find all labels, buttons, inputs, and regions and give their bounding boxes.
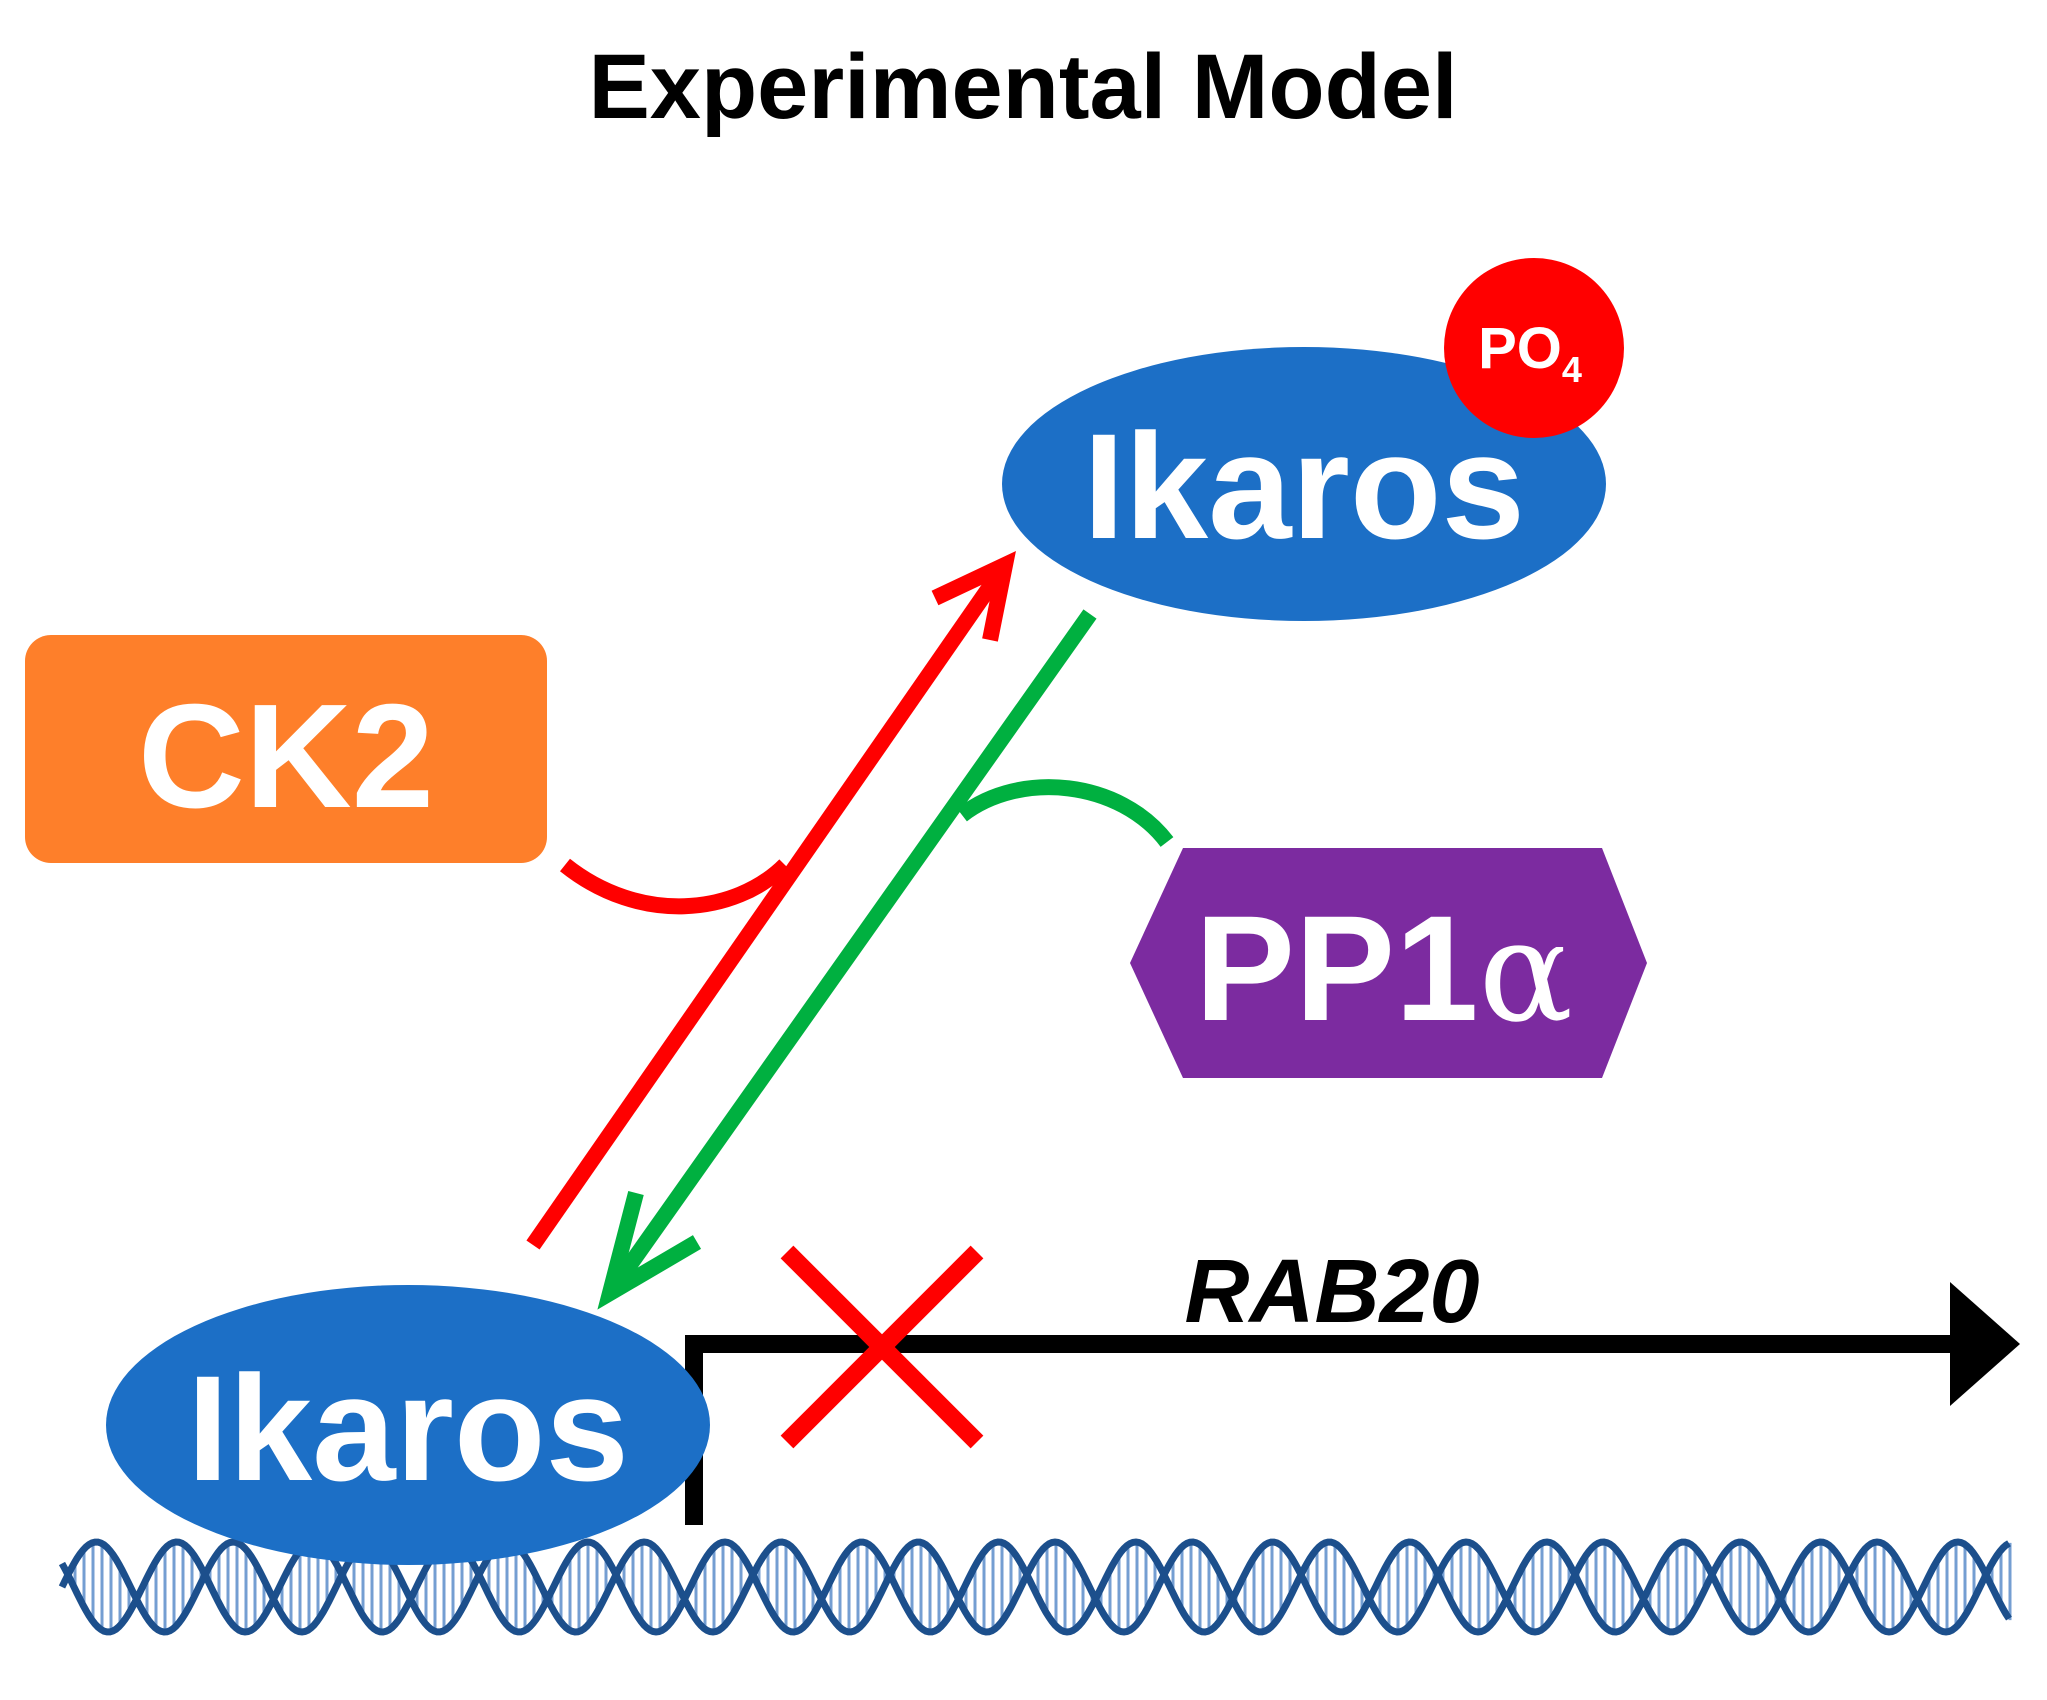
ck2-box bbox=[25, 635, 547, 863]
phosphate-circle bbox=[1444, 258, 1624, 438]
pp1a-label: PP1α bbox=[1195, 884, 1573, 1054]
transcription-blocked-mark bbox=[780, 1245, 984, 1449]
pp1a-label-greek: α bbox=[1478, 891, 1573, 1054]
ikaros-phosphorylated-label: Ikaros bbox=[1083, 402, 1525, 570]
phosphorylation-arrow-shaft bbox=[526, 560, 1012, 1250]
ck2-label: CK2 bbox=[138, 674, 434, 839]
dephosphorylation-arrow-shaft bbox=[603, 609, 1097, 1298]
phosphorylation-arrow-head bbox=[931, 550, 1016, 642]
ikaros-phosphorylated-ellipse bbox=[1002, 347, 1606, 621]
phosphate-label: PO4 bbox=[1478, 316, 1582, 390]
pp1a-hexagon bbox=[1130, 848, 1647, 1078]
ikaros-dna-bound-label: Ikaros bbox=[187, 1344, 629, 1512]
phosphate-subscript: 4 bbox=[1562, 349, 1582, 390]
dna-strand-2 bbox=[58, 1538, 2012, 1636]
phosphorylation-arrow bbox=[526, 550, 1016, 1250]
dna-helix bbox=[58, 1538, 2012, 1636]
dephosphorylation-arrow-head bbox=[597, 1190, 702, 1310]
diagram-title: Experimental Model bbox=[588, 36, 1457, 138]
rab20-gene-label: RAB20 bbox=[1184, 1242, 1479, 1342]
pp1a-node: PP1α bbox=[1130, 848, 1647, 1078]
ck2-catalysis-curve bbox=[560, 858, 791, 915]
ck2-node: CK2 bbox=[25, 635, 547, 863]
block-x-stroke-2 bbox=[780, 1245, 984, 1449]
ikaros-phosphorylated-node: Ikaros bbox=[1002, 347, 1606, 621]
ikaros-dna-bound-ellipse bbox=[106, 1285, 710, 1565]
rab20-arrow-head bbox=[1950, 1282, 2020, 1406]
phosphate-base: PO bbox=[1478, 316, 1562, 381]
dephosphorylation-arrow bbox=[597, 609, 1174, 1310]
pp1a-catalysis-curve bbox=[957, 779, 1174, 848]
phosphate-badge: PO4 bbox=[1444, 258, 1624, 438]
rab20-promoter-line bbox=[685, 1335, 1950, 1525]
ikaros-dna-bound-node: Ikaros bbox=[106, 1285, 710, 1565]
pp1a-label-base: PP1 bbox=[1195, 884, 1479, 1052]
